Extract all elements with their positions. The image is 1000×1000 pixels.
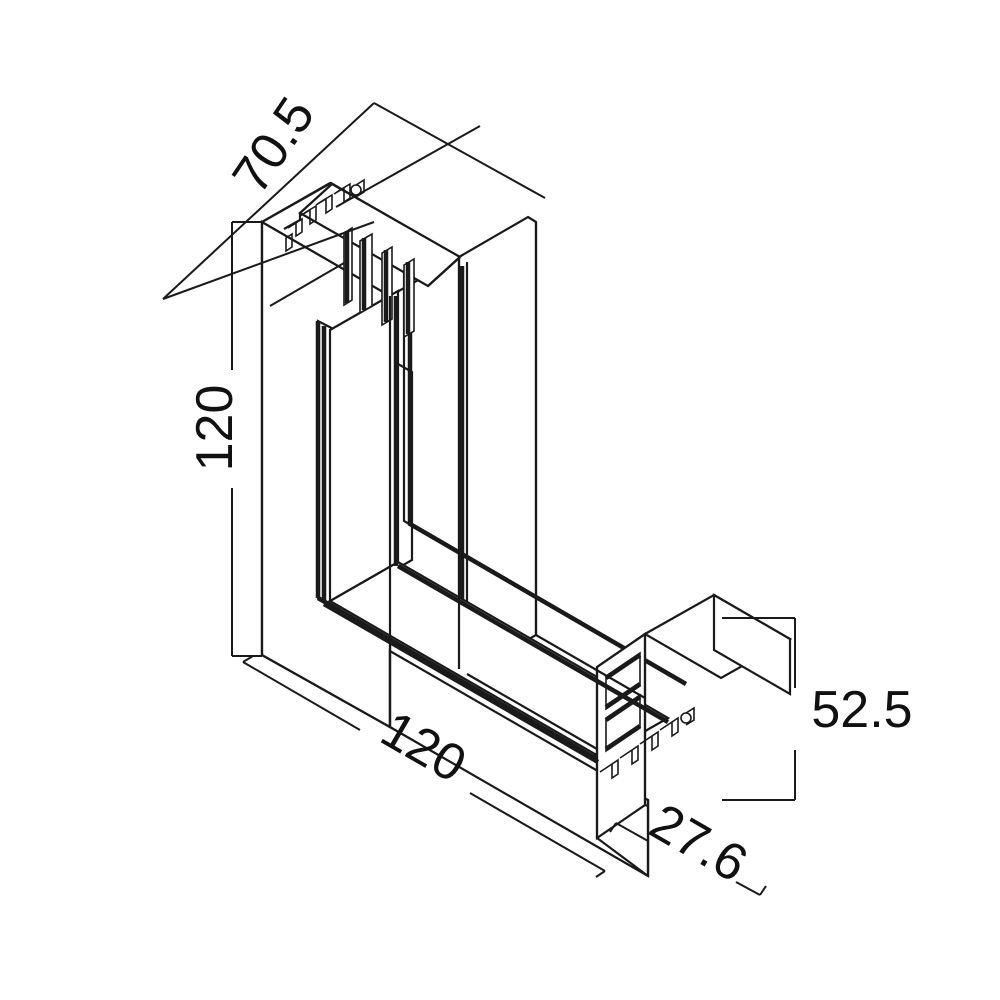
part-geometry bbox=[259, 178, 793, 878]
right-flange-edge bbox=[712, 593, 792, 696]
dimension-52-5: 52.5 bbox=[722, 617, 913, 801]
fin-bottom-to-end bbox=[466, 673, 598, 750]
dim-276-line-a bbox=[615, 822, 649, 842]
inner-ridge-dark bbox=[407, 252, 688, 686]
dim-120h-line-b bbox=[469, 792, 606, 872]
clip-2 bbox=[619, 744, 639, 766]
dim-label-52-5: 52.5 bbox=[811, 681, 912, 739]
top-section-right-edge bbox=[427, 256, 461, 287]
slot1-dark bbox=[604, 653, 642, 680]
dim-276-tick-right bbox=[759, 885, 767, 896]
recess-floor-vertical bbox=[328, 289, 400, 603]
inner-ridge-wall bbox=[402, 247, 688, 686]
top-clip-6 bbox=[285, 232, 293, 253]
dim-120h-tick-right bbox=[595, 870, 606, 878]
dim-276-line-b bbox=[735, 881, 761, 896]
fin-top-cap bbox=[527, 216, 537, 223]
fin-to-right-flange bbox=[535, 634, 646, 699]
slot2-dark-b bbox=[604, 724, 642, 751]
dim-120h-line-a bbox=[242, 661, 361, 731]
right-end-flange bbox=[642, 593, 793, 696]
clip-5 bbox=[685, 706, 695, 726]
clip-1 bbox=[599, 758, 619, 780]
dim-705-ext-1 bbox=[335, 125, 481, 208]
connecting-edges bbox=[260, 216, 650, 876]
top-section-left-edge bbox=[283, 213, 302, 230]
shadow-horiz-2 bbox=[396, 564, 670, 724]
dim-705-line-a bbox=[162, 102, 375, 300]
dim-705-line-b bbox=[162, 221, 375, 300]
shadow-horiz-1 bbox=[322, 602, 600, 764]
top-end-profile-section bbox=[283, 178, 462, 339]
dim-705-line-c bbox=[373, 102, 546, 199]
dim-705-ext-2 bbox=[269, 262, 345, 307]
top-clip-3 bbox=[315, 193, 333, 215]
dim-label-120-vertical: 120 bbox=[186, 385, 244, 472]
dim-120h-tick-left bbox=[242, 655, 254, 663]
top-clip-2 bbox=[299, 204, 317, 226]
thickness-shadow-lines bbox=[321, 296, 670, 764]
dim-276-tick-left bbox=[609, 822, 617, 833]
dimension-120-vertical: 120 bbox=[186, 221, 262, 657]
right-flange-to-end-plate bbox=[596, 633, 646, 668]
clip-4 bbox=[659, 716, 679, 738]
top-section-fins bbox=[343, 226, 415, 339]
end-section-side bbox=[595, 667, 649, 877]
